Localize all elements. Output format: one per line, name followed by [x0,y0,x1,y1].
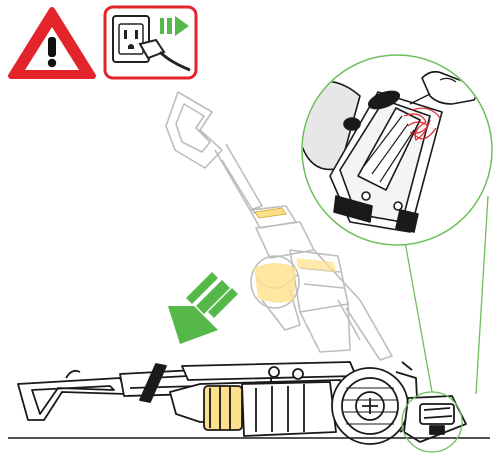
lay-down-arrow-icon [168,272,238,344]
unplug-from-outlet-icon [105,7,196,78]
vacuum-lying-flat [18,362,466,444]
warning-triangle-icon [11,10,93,76]
brush-bar-detail-callout [300,55,492,245]
